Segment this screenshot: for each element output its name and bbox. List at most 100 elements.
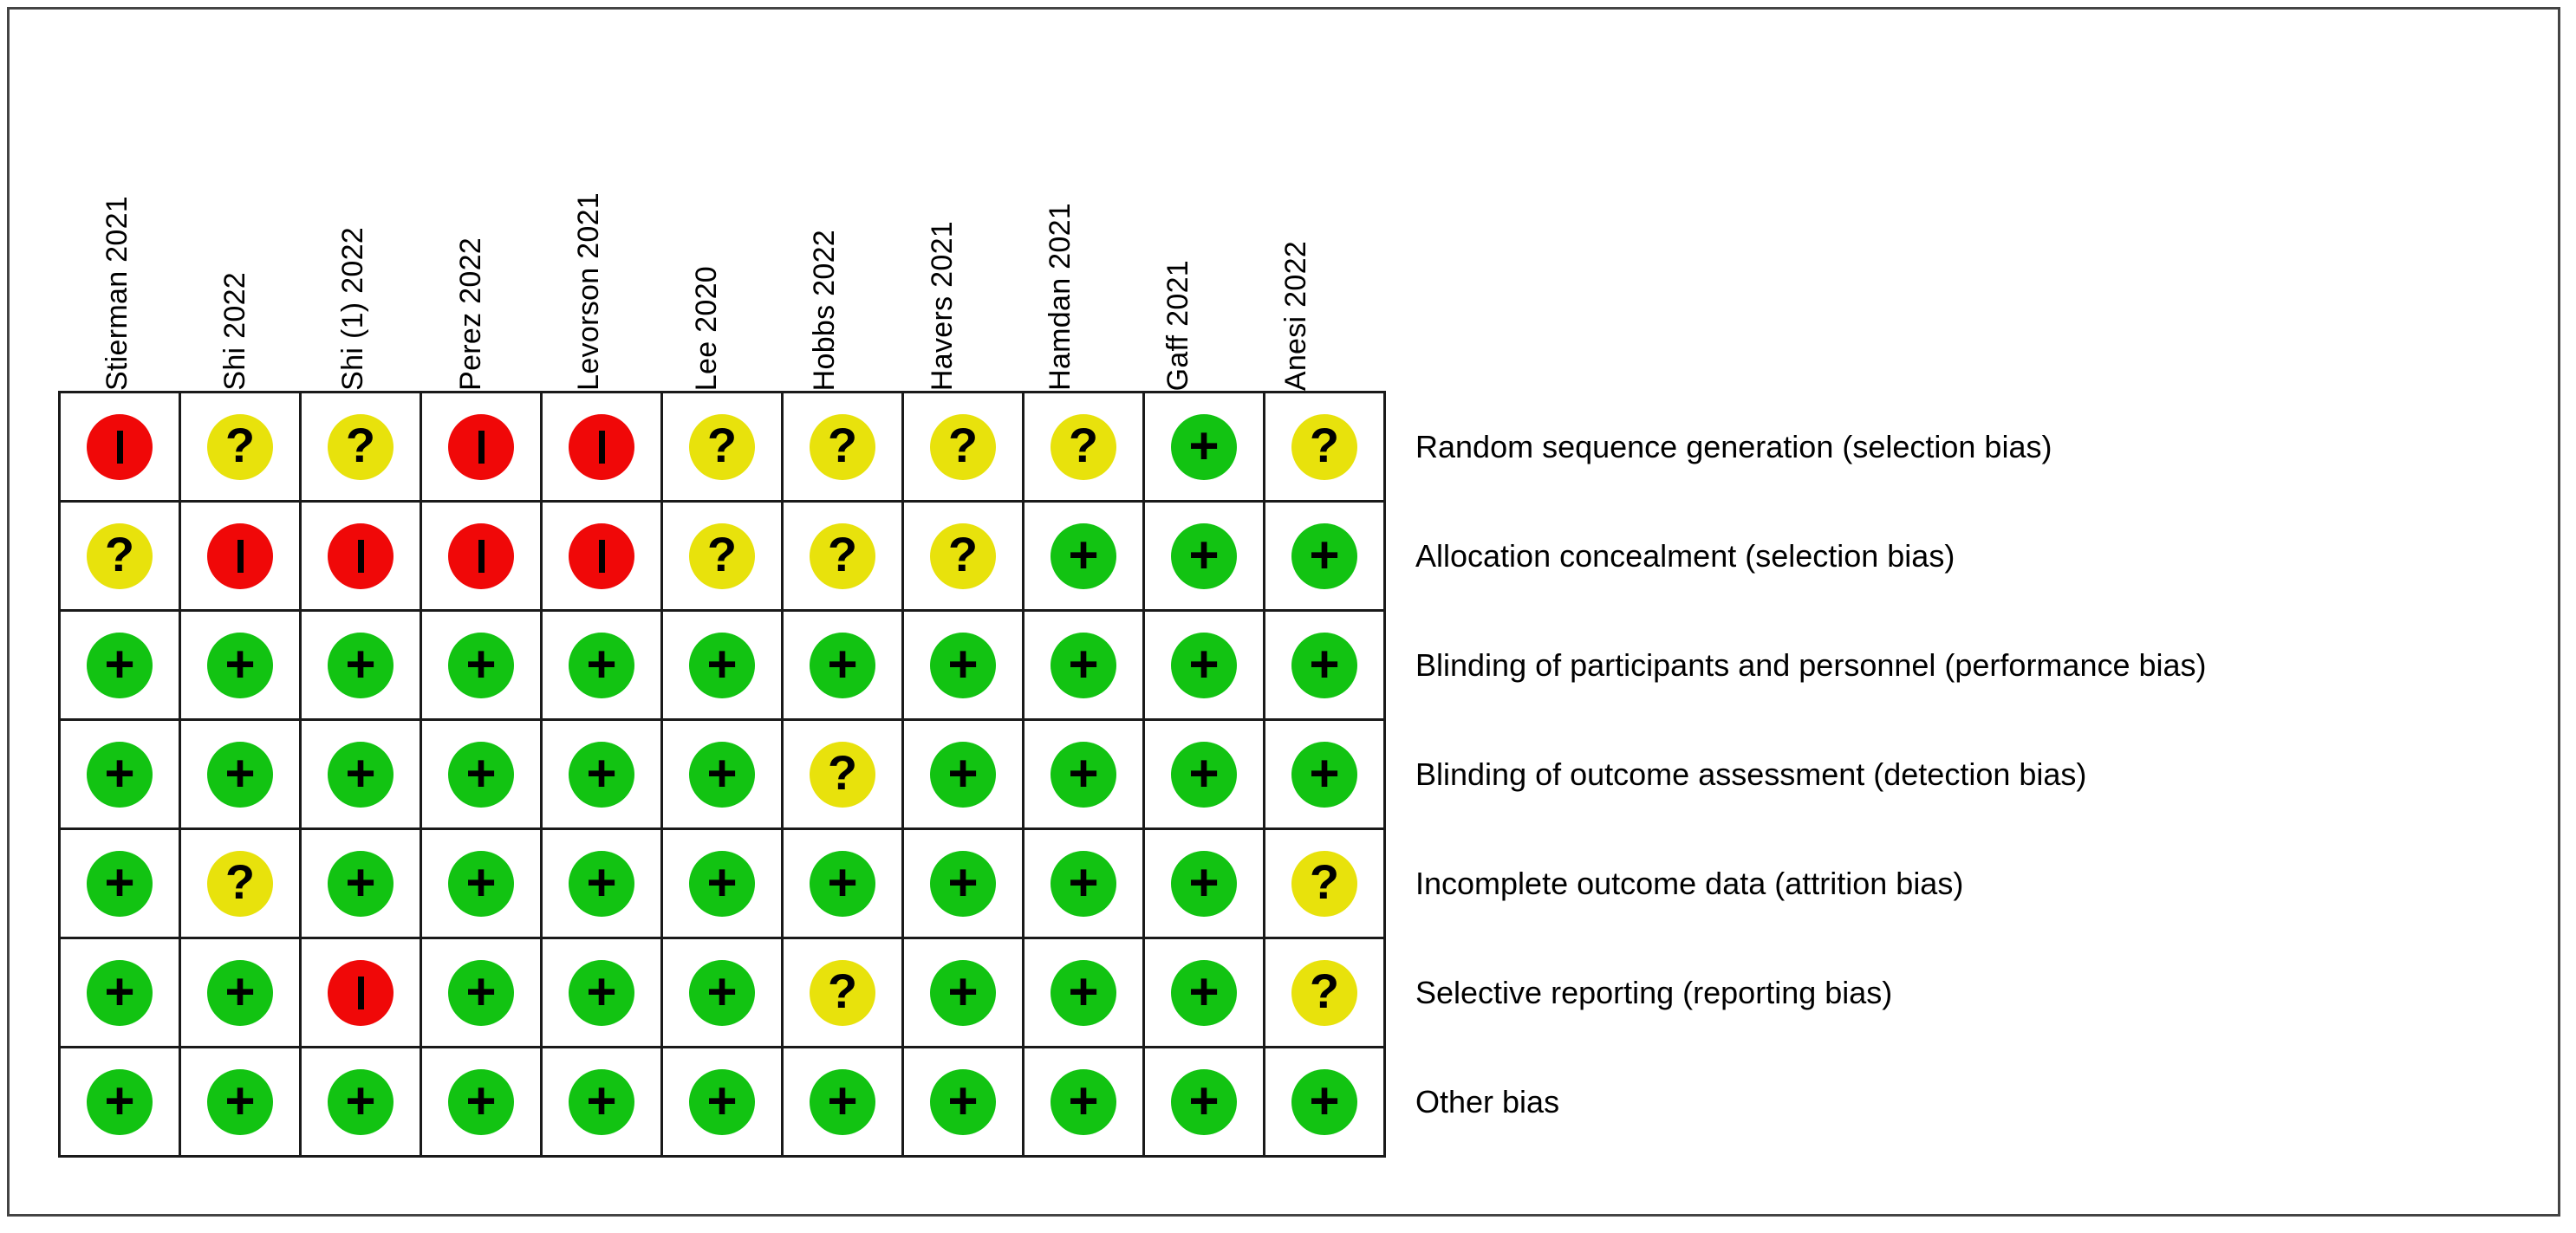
judgement-low-icon: + — [207, 1068, 273, 1135]
judgement-cell: + — [299, 718, 422, 830]
row-label: Selective reporting (reporting bias) — [1415, 974, 1893, 1010]
judgement-low-icon: + — [810, 850, 875, 917]
plus-icon: + — [465, 962, 497, 1021]
plus-icon: + — [586, 743, 617, 802]
judgement-cell: ? — [1022, 391, 1145, 503]
judgement-low-icon: + — [207, 632, 273, 698]
judgement-cell: + — [299, 827, 422, 939]
judgement-cell: ? — [901, 500, 1025, 612]
plus-icon: + — [104, 743, 135, 802]
judgement-cell — [540, 391, 663, 503]
judgement-high-icon — [207, 522, 273, 589]
question-icon: ? — [104, 527, 135, 582]
judgement-high-icon — [328, 959, 394, 1026]
judgement-low-icon: + — [328, 1068, 394, 1135]
plus-icon: + — [104, 853, 135, 912]
judgement-cell: + — [1022, 718, 1145, 830]
plus-icon: + — [1188, 1071, 1220, 1130]
judgement-cell: + — [1263, 1046, 1386, 1158]
judgement-cell: + — [179, 718, 302, 830]
judgement-unclear-icon: ? — [328, 413, 394, 480]
judgement-unclear-icon: ? — [1291, 413, 1357, 480]
plus-icon: + — [345, 1071, 376, 1130]
minus-icon — [598, 539, 605, 573]
minus-icon — [478, 539, 485, 573]
row-label: Allocation concealment (selection bias) — [1415, 537, 1955, 574]
judgement-low-icon: + — [1291, 741, 1357, 808]
column-header: Perez 2022 — [412, 18, 530, 391]
plus-icon: + — [1188, 743, 1220, 802]
judgement-cell: + — [420, 609, 543, 721]
plus-icon: + — [224, 1071, 256, 1130]
question-icon: ? — [345, 418, 376, 473]
column-header-label: Gaff 2021 — [1161, 259, 1194, 391]
matrix-row: ????+++Allocation concealment (selection… — [58, 500, 2208, 612]
judgement-cell — [420, 391, 543, 503]
judgement-cell: + — [58, 827, 181, 939]
column-header: Lee 2020 — [647, 18, 765, 391]
judgement-cell: + — [660, 827, 784, 939]
question-icon: ? — [1309, 964, 1340, 1019]
judgement-low-icon: + — [87, 741, 153, 808]
judgement-cell: + — [781, 609, 904, 721]
judgement-low-icon: + — [689, 741, 755, 808]
judgement-low-icon: + — [207, 741, 273, 808]
plus-icon: + — [706, 853, 738, 912]
judgement-cell: ? — [58, 500, 181, 612]
judgement-cell: + — [1142, 718, 1265, 830]
column-header-label: Lee 2020 — [690, 265, 723, 391]
judgement-low-icon: + — [1291, 632, 1357, 698]
question-icon: ? — [947, 418, 979, 473]
question-icon: ? — [706, 527, 738, 582]
judgement-low-icon: + — [448, 1068, 514, 1135]
judgement-low-icon: + — [689, 959, 755, 1026]
judgement-low-icon: + — [569, 959, 634, 1026]
judgement-cell: + — [540, 1046, 663, 1158]
minus-icon — [357, 539, 364, 573]
judgement-low-icon: + — [810, 1068, 875, 1135]
judgement-cell: ? — [179, 827, 302, 939]
plus-icon: + — [586, 634, 617, 693]
judgement-unclear-icon: ? — [689, 413, 755, 480]
plus-icon: + — [1068, 743, 1099, 802]
row-label: Blinding of outcome assessment (detectio… — [1415, 756, 2087, 792]
judgement-unclear-icon: ? — [87, 522, 153, 589]
judgement-cell: ? — [299, 391, 422, 503]
judgement-cell: + — [901, 937, 1025, 1048]
judgement-cell — [179, 500, 302, 612]
plus-icon: + — [1188, 634, 1220, 693]
judgement-low-icon: + — [328, 850, 394, 917]
judgement-cell: + — [660, 718, 784, 830]
judgement-low-icon: + — [207, 959, 273, 1026]
plus-icon: + — [1309, 525, 1340, 584]
judgement-cell: + — [901, 609, 1025, 721]
judgement-low-icon: + — [1051, 1068, 1116, 1135]
judgement-cell: + — [1022, 500, 1145, 612]
column-header-label: Hobbs 2022 — [808, 229, 841, 391]
plus-icon: + — [706, 743, 738, 802]
judgement-cell: + — [1142, 937, 1265, 1048]
question-icon: ? — [827, 527, 858, 582]
plus-icon: + — [104, 1071, 135, 1130]
plus-icon: + — [1309, 743, 1340, 802]
judgement-high-icon — [87, 413, 153, 480]
minus-icon — [357, 976, 364, 1009]
judgement-cell: ? — [1263, 391, 1386, 503]
judgement-cell: + — [540, 827, 663, 939]
minus-icon — [237, 539, 244, 573]
plus-icon: + — [1068, 1071, 1099, 1130]
judgement-cell: ? — [660, 391, 784, 503]
judgement-low-icon: + — [87, 1068, 153, 1135]
judgement-cell: + — [660, 937, 784, 1048]
judgement-cell: + — [179, 609, 302, 721]
judgement-low-icon: + — [930, 632, 996, 698]
judgement-low-icon: + — [87, 850, 153, 917]
question-icon: ? — [827, 745, 858, 801]
plus-icon: + — [1188, 525, 1220, 584]
judgement-cell — [540, 500, 663, 612]
judgement-low-icon: + — [1171, 741, 1237, 808]
judgement-cell: + — [1022, 1046, 1145, 1158]
judgement-cell: + — [660, 1046, 784, 1158]
judgement-low-icon: + — [569, 632, 634, 698]
